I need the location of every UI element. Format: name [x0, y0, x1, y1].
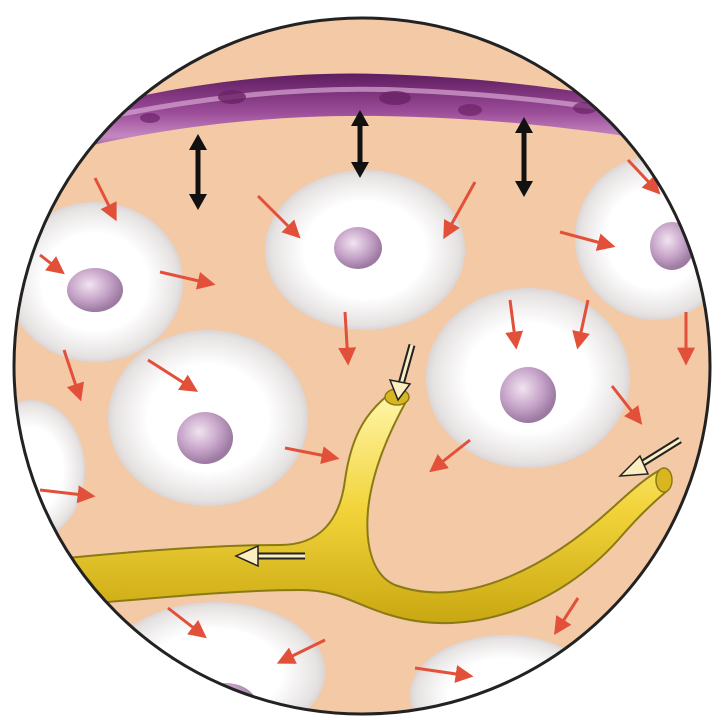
tissue-cell — [7, 202, 183, 362]
red-flow-arrow-icon — [640, 594, 660, 630]
nucleus — [177, 412, 233, 464]
nucleus — [67, 268, 123, 312]
tissue-cell — [265, 170, 465, 330]
vessel-opening — [656, 468, 672, 492]
nucleus — [334, 227, 382, 269]
nucleus — [500, 367, 556, 423]
tissue-cell — [426, 288, 630, 468]
tissue-cell — [108, 330, 308, 506]
